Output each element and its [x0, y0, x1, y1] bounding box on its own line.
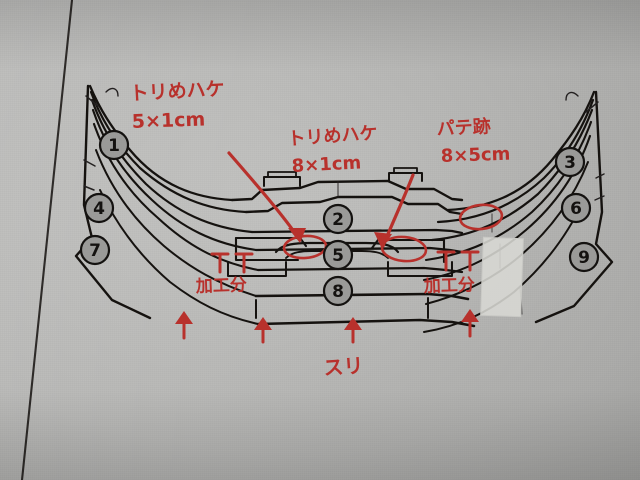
zone-marker-5[interactable]: 5 — [322, 239, 354, 271]
annotation-top-right-line1: パテ跡 — [436, 115, 491, 140]
zone-marker-3-label: 3 — [564, 153, 576, 173]
oval-right-upper — [458, 203, 504, 231]
annotation-bottom-right-label: 加工分 — [422, 275, 475, 297]
annotation-bottom-left-label: 加工分 — [194, 275, 247, 297]
zone-marker-4[interactable]: 4 — [83, 192, 115, 224]
oval-center-right — [380, 235, 428, 263]
handwritten-annotations: トリめハケ 5×1cm トリめハケ 8×1cm パテ跡 8×5cm 加工分 加工… — [129, 78, 511, 380]
annotation-bottom-center-label: スリ — [323, 353, 365, 380]
red-tick-marks — [210, 250, 480, 274]
zone-marker-8-label: 8 — [332, 282, 344, 302]
zone-marker-2-label: 2 — [332, 210, 344, 230]
zone-marker-4-label: 4 — [93, 199, 105, 219]
tape-patch — [480, 237, 524, 317]
zone-marker-1[interactable]: 1 — [98, 129, 130, 161]
zone-marker-7[interactable]: 7 — [79, 234, 111, 266]
zone-marker-8[interactable]: 8 — [322, 275, 354, 307]
zone-marker-7-label: 7 — [89, 241, 101, 261]
annotation-top-left-line2: 5×1cm — [131, 108, 205, 133]
zone-marker-9[interactable]: 9 — [568, 241, 600, 273]
photo-shadow-top — [0, 0, 640, 70]
zone-marker-5-label: 5 — [332, 246, 344, 266]
annotation-top-center-line2: 8×1cm — [291, 152, 362, 177]
zone-marker-group: 1 4 7 2 5 8 — [79, 129, 600, 307]
photo-shadow-bottom — [0, 390, 640, 480]
zone-marker-3[interactable]: 3 — [554, 146, 586, 178]
zone-marker-1-label: 1 — [108, 136, 120, 156]
annotation-top-center-line1: トリめハケ — [287, 123, 378, 150]
zone-marker-6[interactable]: 6 — [560, 192, 592, 224]
zone-marker-6-label: 6 — [570, 199, 582, 219]
annotation-top-right-line2: 8×5cm — [440, 144, 510, 167]
fold-line — [20, 0, 74, 480]
bumper-profile-lines — [227, 167, 523, 328]
tape-patch-edge — [480, 236, 524, 318]
red-bottom-arrows — [175, 309, 479, 344]
zone-marker-2[interactable]: 2 — [322, 203, 354, 235]
annotation-top-left-line1: トリめハケ — [129, 78, 225, 105]
zone-marker-9-label: 9 — [578, 248, 590, 268]
red-ovals — [282, 203, 504, 263]
oval-center-left — [282, 234, 328, 260]
